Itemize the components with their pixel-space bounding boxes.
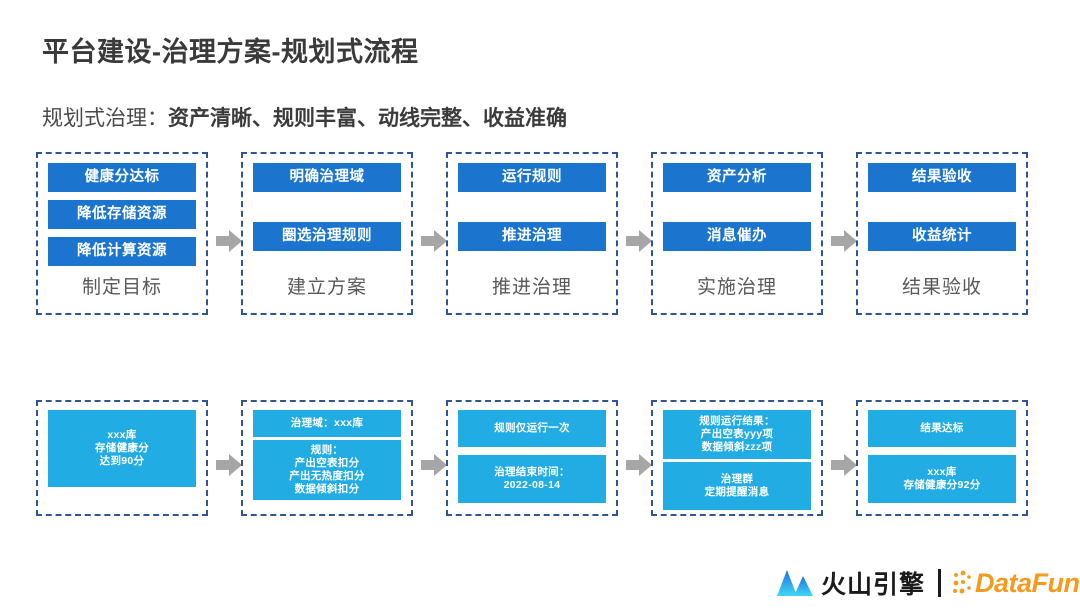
example-card-line: 规则仅运行一次	[494, 422, 570, 434]
flow-arrow-icon	[421, 452, 447, 478]
example-card[interactable]: 治理结束时间： 2022-08-14	[458, 455, 606, 503]
process-stage-4[interactable]: 资产分析 消息催办 实施治理	[651, 152, 823, 315]
process-chip[interactable]: 结果验收	[868, 163, 1016, 192]
process-chip[interactable]: 降低计算资源	[48, 237, 196, 266]
process-chip[interactable]: 推进治理	[458, 222, 606, 251]
example-stage-1[interactable]: xxx库 存储健康分 达到90分	[36, 400, 208, 516]
flow-arrow-icon	[421, 228, 447, 254]
example-card-line: 定期提醒消息	[704, 486, 770, 498]
process-stage-3[interactable]: 运行规则 推进治理 推进治理	[446, 152, 618, 315]
page-title: 平台建设-治理方案-规划式流程	[42, 37, 419, 67]
example-card-line: 产出无热度扣分	[289, 470, 365, 482]
subtitle-lead: 规划式治理：	[42, 107, 168, 130]
example-card-line: 产出空表扣分	[294, 457, 360, 469]
example-card[interactable]: 结果达标	[868, 410, 1016, 447]
flow-arrow-icon	[831, 228, 857, 254]
example-card[interactable]: xxx库 存储健康分92分	[868, 455, 1016, 503]
footer-divider	[938, 569, 942, 597]
example-stage-3[interactable]: 规则仅运行一次 治理结束时间： 2022-08-14	[446, 400, 618, 516]
footer-branding: 火山引擎 DataFun.	[775, 562, 1080, 604]
process-stage-5[interactable]: 结果验收 收益统计 结果验收	[856, 152, 1028, 315]
example-card[interactable]: xxx库 存储健康分 达到90分	[48, 410, 196, 487]
datafun-wordmark: DataFun.	[975, 567, 1080, 598]
example-card-line: 数据倾斜扣分	[294, 483, 360, 495]
example-card-line: 达到90分	[99, 455, 145, 467]
flow-arrow-icon	[216, 452, 242, 478]
process-chip[interactable]: 运行规则	[458, 163, 606, 192]
process-stage-1[interactable]: 健康分达标 降低存储资源 降低计算资源 制定目标	[36, 152, 208, 315]
process-chip[interactable]: 资产分析	[663, 163, 811, 192]
example-card-line: 数据倾斜zzz项	[701, 441, 773, 453]
example-card-line: 存储健康分	[95, 442, 149, 454]
process-chip[interactable]: 消息催办	[663, 222, 811, 251]
example-card-line: 2022-08-14	[503, 479, 561, 491]
process-chip[interactable]: 明确治理域	[253, 163, 401, 192]
example-card[interactable]: 治理群 定期提醒消息	[663, 462, 811, 510]
example-stage-5[interactable]: 结果达标 xxx库 存储健康分92分	[856, 400, 1028, 516]
process-chip[interactable]: 健康分达标	[48, 163, 196, 192]
example-stage-2[interactable]: 治理域：xxx库 规则： 产出空表扣分 产出无热度扣分 数据倾斜扣分	[241, 400, 413, 516]
process-stage-label: 建立方案	[286, 277, 367, 298]
process-chip[interactable]: 收益统计	[868, 222, 1016, 251]
example-card-line: xxx库	[107, 429, 137, 441]
example-card-line: 产出空表yyy项	[700, 428, 774, 440]
example-card-line: 规则运行结果：	[699, 415, 775, 427]
example-card[interactable]: 治理域：xxx库	[253, 410, 401, 437]
example-card-line: 治理群	[720, 473, 754, 485]
example-card[interactable]: 规则： 产出空表扣分 产出无热度扣分 数据倾斜扣分	[253, 440, 401, 500]
datafun-dots-icon	[952, 570, 974, 596]
process-stage-label: 实施治理	[696, 277, 777, 298]
process-chip[interactable]: 圈选治理规则	[253, 222, 401, 251]
example-card-line: 治理结束时间：	[494, 466, 570, 478]
process-stage-label: 制定目标	[81, 277, 162, 298]
example-card-line: 规则：	[310, 444, 344, 456]
example-stage-4[interactable]: 规则运行结果： 产出空表yyy项 数据倾斜zzz项 治理群 定期提醒消息	[651, 400, 823, 516]
volcano-engine-wordmark: 火山引擎	[821, 571, 926, 599]
flow-arrow-icon	[626, 452, 652, 478]
flow-arrow-icon	[216, 228, 242, 254]
example-card-line: 治理域：xxx库	[290, 417, 364, 429]
process-stage-2[interactable]: 明确治理域 圈选治理规则 建立方案	[241, 152, 413, 315]
example-card-line: 存储健康分92分	[903, 479, 981, 491]
example-card-line: 结果达标	[920, 422, 964, 434]
slide-subtitle: 规划式治理：资产清晰、规则丰富、动线完整、收益准确	[42, 102, 567, 132]
process-chip[interactable]: 降低存储资源	[48, 200, 196, 229]
process-stage-label: 推进治理	[491, 277, 572, 298]
example-card[interactable]: 规则运行结果： 产出空表yyy项 数据倾斜zzz项	[663, 410, 811, 459]
process-stage-label: 结果验收	[901, 277, 982, 298]
flow-arrow-icon	[626, 228, 652, 254]
flow-arrow-icon	[831, 452, 857, 478]
subtitle-emphasis: 资产清晰、规则丰富、动线完整、收益准确	[168, 107, 567, 130]
example-card[interactable]: 规则仅运行一次	[458, 410, 606, 447]
example-card-line: xxx库	[927, 466, 957, 478]
volcano-mountain-icon	[775, 568, 815, 598]
